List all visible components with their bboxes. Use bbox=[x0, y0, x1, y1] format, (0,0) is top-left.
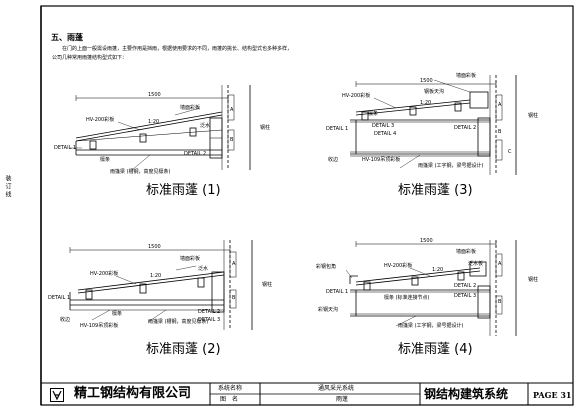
d3-label-gutter: 钢板天沟 bbox=[424, 89, 445, 95]
d1-label-purlin: 檩条 bbox=[100, 157, 111, 163]
d1-label-detail2: DETAIL 2 bbox=[184, 151, 207, 157]
d3-label-trim: 收边 bbox=[328, 157, 339, 163]
d4-mark-a: A bbox=[498, 261, 502, 267]
d2-label-column: 钢柱 bbox=[262, 282, 273, 288]
d1-mark-b: B bbox=[230, 137, 234, 143]
d2-label-purlin: 檩条 bbox=[112, 311, 123, 317]
d4-label-detail2: DETAIL 2 bbox=[454, 283, 477, 289]
d2-dim: 1500 bbox=[148, 244, 161, 250]
d3-dim: 1500 bbox=[420, 78, 433, 84]
section-heading: 五、雨蓬 bbox=[51, 33, 83, 42]
system-name-value: 通风采光系统 bbox=[318, 385, 355, 392]
d1-mark-a: A bbox=[230, 107, 234, 113]
d3-label-wall-panel: 墙面彩板 bbox=[456, 73, 477, 79]
section-intro-line-2: 公司几种常用雨蓬结构型式如下： bbox=[52, 55, 128, 61]
detail-4-drawing bbox=[345, 240, 517, 336]
d2-label-detail3: DETAIL 3 bbox=[198, 317, 221, 323]
binding-line-label: 装订线 bbox=[4, 175, 11, 199]
d2-label-flashing: 泛水 bbox=[198, 266, 209, 272]
d3-caption: 标准雨蓬 (3) bbox=[398, 183, 473, 198]
d1-label-wall-panel: 墙面彩板 bbox=[180, 105, 201, 111]
d3-mark-a: A bbox=[498, 102, 502, 108]
d4-dim: 1500 bbox=[420, 238, 433, 244]
d2-label-trim: 收边 bbox=[60, 317, 71, 323]
d4-mark-b: B bbox=[498, 299, 502, 305]
d2-mark-b: B bbox=[232, 295, 236, 301]
d3-label-detail3: DETAIL 3 bbox=[372, 123, 395, 129]
title-block-frame bbox=[41, 382, 573, 405]
d3-slope: 1:20 bbox=[420, 100, 432, 106]
series-title: 钢结构建筑系统 bbox=[424, 387, 509, 401]
company-name: 精工钢结构有限公司 bbox=[74, 386, 192, 401]
d2-label-beam: 雨篷梁 (槽钢，高度见檩条) bbox=[148, 319, 209, 325]
d1-label-detail1: DETAIL 1 bbox=[54, 145, 77, 151]
d4-label-detail3: DETAIL 3 bbox=[454, 293, 477, 299]
d1-label-roof-sheet: HV-200彩板 bbox=[86, 117, 115, 123]
drawing-name-label: 图 名 bbox=[220, 396, 239, 403]
d4-label-purlin: 檩条 (标准连接节点) bbox=[384, 295, 430, 301]
d3-label-detail1: DETAIL 1 bbox=[326, 126, 349, 132]
d2-caption: 标准雨蓬 (2) bbox=[146, 342, 221, 357]
logo-icon bbox=[50, 388, 64, 402]
d2-slope: 1:20 bbox=[150, 273, 162, 279]
d4-label-flashing: 泛水板 bbox=[468, 261, 484, 267]
d1-label-flashing: 泛水 bbox=[200, 123, 211, 129]
d4-label-beam: 雨篷梁 (工字钢，梁号据设计) bbox=[398, 323, 464, 329]
d1-label-column: 钢柱 bbox=[260, 125, 271, 131]
d2-label-detail1: DETAIL 1 bbox=[48, 295, 71, 301]
detail-3-drawing bbox=[350, 75, 517, 175]
d2-label-detail2: DETAIL 2 bbox=[198, 309, 221, 315]
d4-label-wall-panel: 墙面彩板 bbox=[456, 249, 477, 255]
d3-label-detail4: DETAIL 4 bbox=[374, 131, 397, 137]
page-number: PAGE 31 bbox=[533, 390, 572, 400]
d3-label-roof-sheet: HV-200彩板 bbox=[342, 93, 371, 99]
d4-label-roof-sheet: HV-200彩板 bbox=[384, 263, 413, 269]
detail-1-drawing bbox=[70, 85, 251, 171]
d4-label-detail1: DETAIL 1 bbox=[326, 289, 349, 295]
company-logo bbox=[50, 387, 64, 402]
d4-label-gutter: 彩钢天沟 bbox=[318, 307, 339, 313]
d3-label-detail2: DETAIL 2 bbox=[454, 125, 477, 131]
d2-mark-a: A bbox=[232, 261, 236, 267]
d2-label-ceiling: HV-109吊顶彩板 bbox=[80, 323, 119, 329]
d3-label-purlin: 檩条 bbox=[368, 111, 379, 117]
section-intro-line-1: 在门的上面一般需设雨蓬，主要作用是挡雨，根据使用要求的不同，雨蓬的挑长、结构型式… bbox=[62, 46, 293, 52]
d4-label-corner: 彩钢包角 bbox=[316, 264, 337, 270]
d3-mark-b: B bbox=[498, 129, 502, 135]
d1-slope: 1:20 bbox=[148, 119, 160, 125]
d2-label-roof-sheet: HV-200彩板 bbox=[90, 271, 119, 277]
drawing-name-value: 雨蓬 bbox=[336, 396, 349, 403]
d2-label-wall-panel: 墙面彩板 bbox=[180, 256, 201, 262]
d4-label-column: 钢柱 bbox=[528, 277, 539, 283]
d3-label-column: 钢柱 bbox=[528, 113, 539, 119]
system-name-label: 系统名称 bbox=[218, 385, 243, 392]
d4-caption: 标准雨蓬 (4) bbox=[398, 342, 473, 357]
detail-2-drawing bbox=[69, 240, 253, 330]
d3-mark-c: C bbox=[508, 149, 512, 155]
d4-slope: 1:20 bbox=[432, 267, 444, 273]
d1-caption: 标准雨蓬 (1) bbox=[146, 183, 221, 198]
d3-label-ceiling: HV-109吊顶彩板 bbox=[362, 157, 401, 163]
d1-dim: 1500 bbox=[148, 92, 161, 98]
d3-label-beam: 雨篷梁 (工字钢，梁号据设计) bbox=[418, 163, 484, 169]
d1-label-beam: 雨篷梁 (槽钢，高度见檩条) bbox=[110, 169, 171, 175]
